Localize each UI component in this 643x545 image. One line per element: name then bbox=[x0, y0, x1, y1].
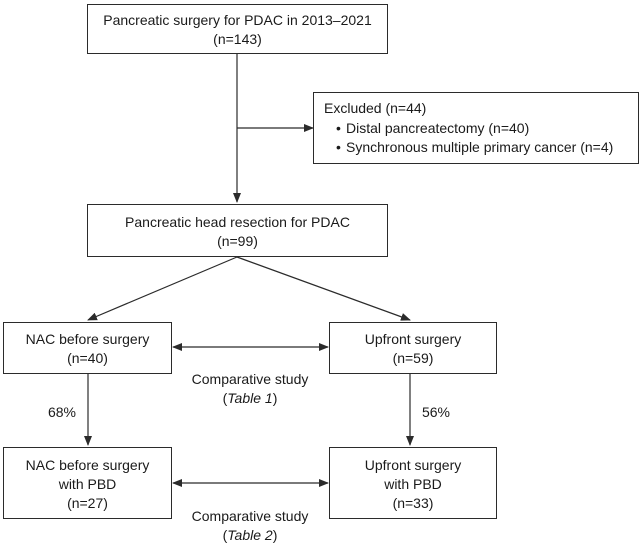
excluded-list: Distal pancreatectomy (n=40) Synchronous… bbox=[324, 119, 630, 157]
box-nac: NAC before surgery (n=40) bbox=[3, 322, 172, 374]
box-upfront-title: Upfront surgery bbox=[364, 331, 462, 347]
box-total-count: (n=143) bbox=[213, 31, 262, 47]
box-total-title: Pancreatic surgery for PDAC in 2013–2021 bbox=[103, 12, 372, 28]
box-nac-count: (n=40) bbox=[67, 350, 108, 366]
label-comparative-1-text: Comparative study bbox=[191, 371, 309, 387]
arrow-head-to-nac bbox=[87, 256, 238, 321]
box-upfront-count: (n=59) bbox=[392, 350, 434, 366]
box-total: Pancreatic surgery for PDAC in 2013–2021… bbox=[87, 4, 388, 54]
box-nac-pbd-subtitle: with PBD bbox=[58, 476, 117, 492]
box-head-resection-title: Pancreatic head resection for PDAC bbox=[125, 214, 350, 230]
box-upfront-pbd-title: Upfront surgery bbox=[364, 457, 462, 473]
paren-open: ( bbox=[222, 527, 228, 543]
label-pct-upfront: 56% bbox=[421, 404, 451, 420]
arrow-head-to-upfront bbox=[236, 256, 411, 321]
paren-close: ) bbox=[272, 527, 278, 543]
label-comparative-2: Comparative study (Table 2) bbox=[175, 507, 325, 545]
box-excluded: Excluded (n=44) Distal pancreatectomy (n… bbox=[313, 92, 639, 164]
box-nac-pbd-count: (n=27) bbox=[67, 495, 108, 511]
excluded-item: Distal pancreatectomy (n=40) bbox=[336, 119, 630, 138]
excluded-item: Synchronous multiple primary cancer (n=4… bbox=[336, 138, 630, 157]
paren-close: ) bbox=[272, 390, 278, 406]
box-upfront-pbd: Upfront surgery with PBD (n=33) bbox=[329, 447, 497, 519]
box-upfront-pbd-subtitle: with PBD bbox=[384, 476, 442, 492]
box-nac-title: NAC before surgery bbox=[25, 331, 150, 347]
paren-open: ( bbox=[222, 390, 228, 406]
box-head-resection: Pancreatic head resection for PDAC (n=99… bbox=[87, 204, 388, 257]
box-upfront: Upfront surgery (n=59) bbox=[329, 322, 497, 374]
box-upfront-pbd-count: (n=33) bbox=[392, 495, 434, 511]
label-comparative-1-ref: (Table 1) bbox=[175, 389, 325, 408]
label-comparative-1: Comparative study (Table 1) bbox=[175, 370, 325, 408]
table-ref: Table 2 bbox=[227, 527, 273, 543]
label-comparative-2-ref: (Table 2) bbox=[175, 526, 325, 545]
box-excluded-title: Excluded (n=44) bbox=[324, 100, 427, 116]
box-head-resection-count: (n=99) bbox=[217, 233, 258, 249]
box-nac-pbd: NAC before surgery with PBD (n=27) bbox=[3, 447, 172, 519]
table-ref: Table 1 bbox=[227, 390, 273, 406]
box-nac-pbd-title: NAC before surgery bbox=[25, 457, 150, 473]
label-comparative-2-text: Comparative study bbox=[191, 508, 309, 524]
label-pct-nac: 68% bbox=[47, 404, 77, 420]
